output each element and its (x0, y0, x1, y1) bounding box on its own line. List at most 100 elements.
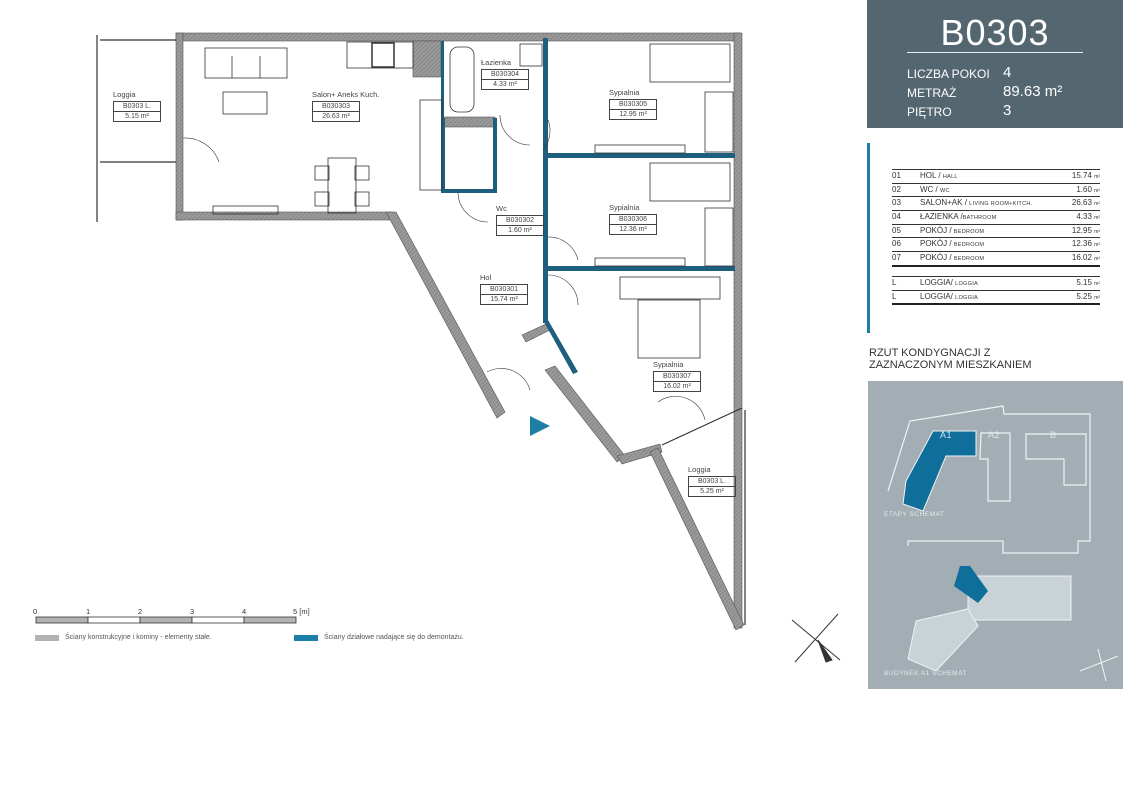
row-number: 04 (892, 212, 901, 222)
row-number: 06 (892, 239, 901, 249)
floor-value: 3 (1003, 102, 1012, 119)
room-code: B030306 (618, 215, 648, 223)
row-name: POKÓJ / BEDROOM (920, 225, 985, 235)
apartment-code: B0303 (940, 12, 1050, 53)
building-a1-highlight (902, 430, 977, 512)
rooms-row: LICZBA POKOI 4 (907, 64, 1011, 81)
accent-bar (867, 143, 870, 333)
room-area: 5.15 m² (114, 110, 160, 121)
structural-walls (175, 32, 745, 631)
room-area: 5.25 m² (689, 485, 735, 496)
room-code: B0303 L. (122, 102, 152, 110)
row-area: 12.36 m² (1071, 239, 1100, 249)
area-label: METRAŻ (907, 86, 957, 100)
scale-tick: 3 (190, 607, 195, 616)
room-area: 12.36 m² (610, 223, 656, 234)
loggia-outlines (96, 35, 746, 625)
table-row: 05 POKÓJ / BEDROOM 12.95 m² (892, 225, 1100, 239)
room-name: Sypialnia (653, 360, 684, 369)
site-schema: A1 A2 B ETAPY SCHEMAT BUDYNEK A1 SCHEMAT (868, 381, 1123, 689)
room-name: Hol (480, 273, 492, 282)
room-area: 15.74 m² (481, 293, 527, 304)
room-code: B030307 (662, 372, 692, 380)
row-area: 1.60 m² (1076, 184, 1100, 194)
apartment-header: B0303 LICZBA POKOI 4 METRAŻ 89.63 m² PIĘTR… (867, 0, 1123, 128)
area-value: 89.63 m² (1003, 83, 1063, 100)
legend-structural: Ściany konstrukcyjne i kominy - elementy… (65, 634, 212, 641)
rooms-value: 4 (1003, 64, 1012, 81)
scale-tick: 2 (138, 607, 143, 616)
room-area: 4.33 m² (482, 78, 528, 89)
room-name: Salon+ Aneks Kuch. (312, 90, 380, 99)
scale-bar (35, 616, 297, 624)
room-area: 1.60 m² (497, 224, 543, 235)
legend-swatch-partition (294, 635, 318, 641)
row-name: SALON+AK / LIVING ROOM+KITCH. (920, 198, 1033, 208)
row-name: POKÓJ / BEDROOM (920, 239, 985, 249)
row-name: HOL / HALL (920, 171, 958, 180)
room-name: Wc (496, 204, 507, 213)
room-code: B030301 (489, 285, 519, 293)
building-schema-label: BUDYNEK A1 SCHEMAT (884, 670, 967, 677)
room-code: B030303 (321, 102, 351, 110)
apartment-highlight (954, 566, 988, 603)
row-area: 16.02 m² (1071, 253, 1100, 263)
row-name: WC / WC (920, 184, 950, 194)
row-area: 26.63 m² (1071, 198, 1100, 208)
schema-title-line1: RZUT KONDYGNACJI Z (869, 347, 991, 359)
room-code: B030302 (505, 216, 535, 224)
row-area: 4.33 m² (1076, 212, 1100, 222)
building-label-b: B (1050, 430, 1057, 440)
legend-partition: Ściany działowe nadające się do demontaż… (324, 634, 464, 641)
room-area: 12.95 m² (610, 108, 656, 119)
row-area: 15.74 m² (1071, 171, 1100, 180)
site-schema-drawing (887, 405, 1119, 682)
building-label-a2: A2 (988, 430, 1001, 440)
partition-walls (441, 38, 735, 374)
rooms-label: LICZBA POKOI (907, 67, 990, 81)
entrance-arrow-icon (530, 416, 550, 436)
row-name: POKÓJ / BEDROOM (920, 253, 985, 263)
row-number: L (892, 291, 897, 301)
row-area: 5.15 m² (1076, 277, 1100, 287)
schema-title-line2: ZAZNACZONYM MIESZKANIEM (869, 359, 1032, 371)
row-number: 01 (892, 171, 901, 180)
row-number: 05 (892, 225, 901, 235)
row-number: L (892, 277, 897, 287)
room-area: 26.63 m² (313, 110, 359, 121)
table-row: 06 POKÓJ / BEDROOM 12.36 m² (892, 238, 1100, 253)
scale-tick: 4 (242, 607, 247, 616)
divider (907, 52, 1083, 53)
room-name: Loggia (688, 465, 711, 474)
room-name: Łazienka (481, 58, 512, 67)
legend-swatch-structural (35, 635, 59, 641)
room-code: B030305 (618, 100, 648, 108)
area-row: METRAŻ 89.63 m² (907, 83, 1062, 100)
floor-plan (35, 32, 841, 663)
room-name: Sypialnia (609, 88, 640, 97)
room-area: 16.02 m² (654, 380, 700, 391)
room-code: B0303 L. (697, 477, 727, 485)
row-number: 03 (892, 198, 901, 208)
table-row: 01 HOL / HALL 15.74 m² (892, 169, 1100, 184)
floor-label: PIĘTRO (907, 105, 952, 119)
row-area: 12.95 m² (1071, 225, 1100, 235)
row-name: LOGGIA/ LOGGIA (920, 291, 979, 301)
table-row: 03 SALON+AK / LIVING ROOM+KITCH. 26.63 m² (892, 197, 1100, 212)
room-name: Sypialnia (609, 203, 640, 212)
scale-tick: 0 (33, 607, 38, 616)
